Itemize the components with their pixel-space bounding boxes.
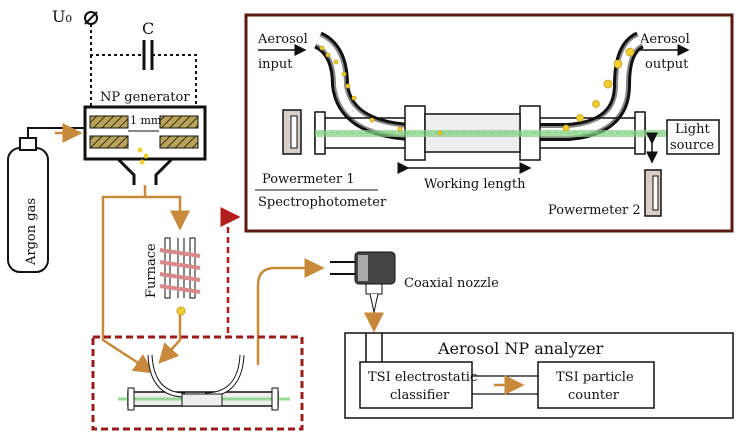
gas-lines [101, 185, 384, 374]
np-generator-label: NP generator [100, 90, 190, 105]
electrode [89, 115, 129, 129]
powermeter-1 [282, 109, 302, 155]
heating-coil [159, 248, 201, 294]
chamber-highlight [91, 207, 304, 431]
light-source-label-1: Light [675, 122, 710, 137]
counter-label-2: counter [568, 388, 620, 403]
main-line [101, 185, 155, 374]
generator-nozzle [116, 157, 174, 185]
terminal-icon [84, 11, 98, 25]
aerosol-output-label-2: output [645, 57, 689, 72]
coaxial-nozzle: Coaxial nozzle [330, 251, 499, 313]
powermeter1-label: Powermeter 1 [262, 172, 355, 187]
analyzer: Aerosol NP analyzer TSI electrostatic cl… [344, 332, 734, 419]
small-chamber [118, 354, 290, 411]
furnace-label: Furnace [144, 243, 159, 298]
gap-label: 1 mm [130, 114, 162, 127]
working-length-label: Working length [424, 177, 526, 192]
argon-bottle: Argon gas [7, 123, 85, 273]
argon-label: Argon gas [24, 198, 39, 266]
power-circuit: U₀ C [52, 7, 197, 108]
classifier-box [359, 361, 473, 409]
aerosol-input-label-1: Aerosol [257, 32, 308, 47]
furnace-feed [145, 195, 190, 231]
aerosol-particles [319, 45, 635, 136]
light-source-box [666, 119, 720, 155]
circuit-wire [90, 24, 197, 108]
electrode [159, 135, 199, 149]
counter-box [537, 361, 655, 409]
electrode [89, 135, 129, 149]
aerosol-input-label-2: input [258, 57, 293, 72]
electrode [159, 115, 199, 129]
voltage-label: U₀ [52, 7, 72, 26]
counter-label-1: TSI particle [556, 370, 634, 385]
spectrophotometer-label: Spectrophotometer [258, 195, 387, 210]
powermeter2-label: Powermeter 2 [548, 203, 641, 218]
capacitor-label: C [142, 19, 154, 38]
analyzer-label: Aerosol NP analyzer [437, 339, 604, 358]
capacitor-icon [142, 40, 154, 70]
to-nozzle [256, 258, 325, 365]
measurement-chamber [314, 105, 667, 161]
np-generator: NP generator 1 mm [83, 90, 207, 185]
aerosol-output-label-1: Aerosol [639, 32, 690, 47]
light-source-label-2: source [670, 138, 714, 153]
detail-panel: Aerosol input Aerosol output [244, 13, 734, 233]
coaxial-nozzle-label: Coaxial nozzle [404, 276, 499, 291]
powermeter-2 [644, 169, 662, 217]
classifier-label-1: TSI electrostatic [368, 370, 477, 385]
furnace: Furnace [144, 237, 201, 316]
furnace-out [158, 308, 182, 364]
classifier-label-2: classifier [390, 388, 450, 403]
